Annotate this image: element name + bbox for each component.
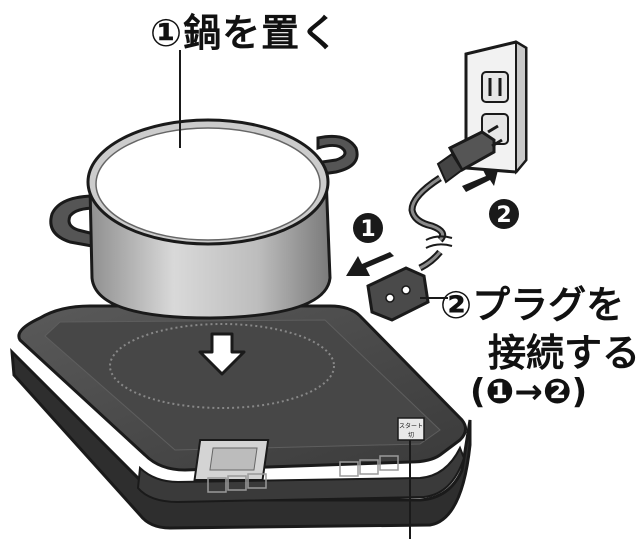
pot-inside bbox=[95, 127, 321, 241]
glass-plate bbox=[44, 319, 441, 451]
outlet-socket-top bbox=[481, 71, 509, 103]
arrow-right-icon bbox=[462, 168, 498, 192]
display-screen bbox=[209, 447, 258, 471]
panel-button[interactable] bbox=[207, 477, 227, 493]
panel-button[interactable] bbox=[379, 455, 399, 471]
panel-button[interactable] bbox=[339, 461, 359, 477]
arrow-left-icon bbox=[346, 252, 394, 276]
step1-label: ①鍋を置く bbox=[150, 11, 340, 55]
induction-cooktop: スタート 切 bbox=[10, 304, 472, 539]
down-arrow-icon bbox=[198, 332, 246, 376]
start-button-text-1: スタート bbox=[399, 422, 423, 430]
control-panel bbox=[136, 445, 466, 504]
start-button-text-2: 切 bbox=[408, 432, 414, 439]
panel-button[interactable] bbox=[359, 459, 379, 475]
heating-zone-circle bbox=[109, 323, 335, 409]
marker-1-circle bbox=[353, 213, 383, 243]
step2-label-line3: (❶→❷) bbox=[470, 372, 588, 412]
step2-label-line1: ②プラグを bbox=[440, 283, 625, 327]
marker-2-number: 2 bbox=[496, 203, 511, 228]
step2-label-line2: 接続する bbox=[488, 331, 640, 375]
panel-button[interactable] bbox=[247, 473, 267, 489]
marker-1-number: 1 bbox=[360, 217, 375, 242]
power-cord bbox=[366, 124, 503, 322]
appliance-connector bbox=[366, 266, 430, 322]
marker-2-circle bbox=[489, 199, 519, 229]
pot bbox=[49, 50, 359, 320]
panel-button[interactable] bbox=[227, 475, 247, 491]
